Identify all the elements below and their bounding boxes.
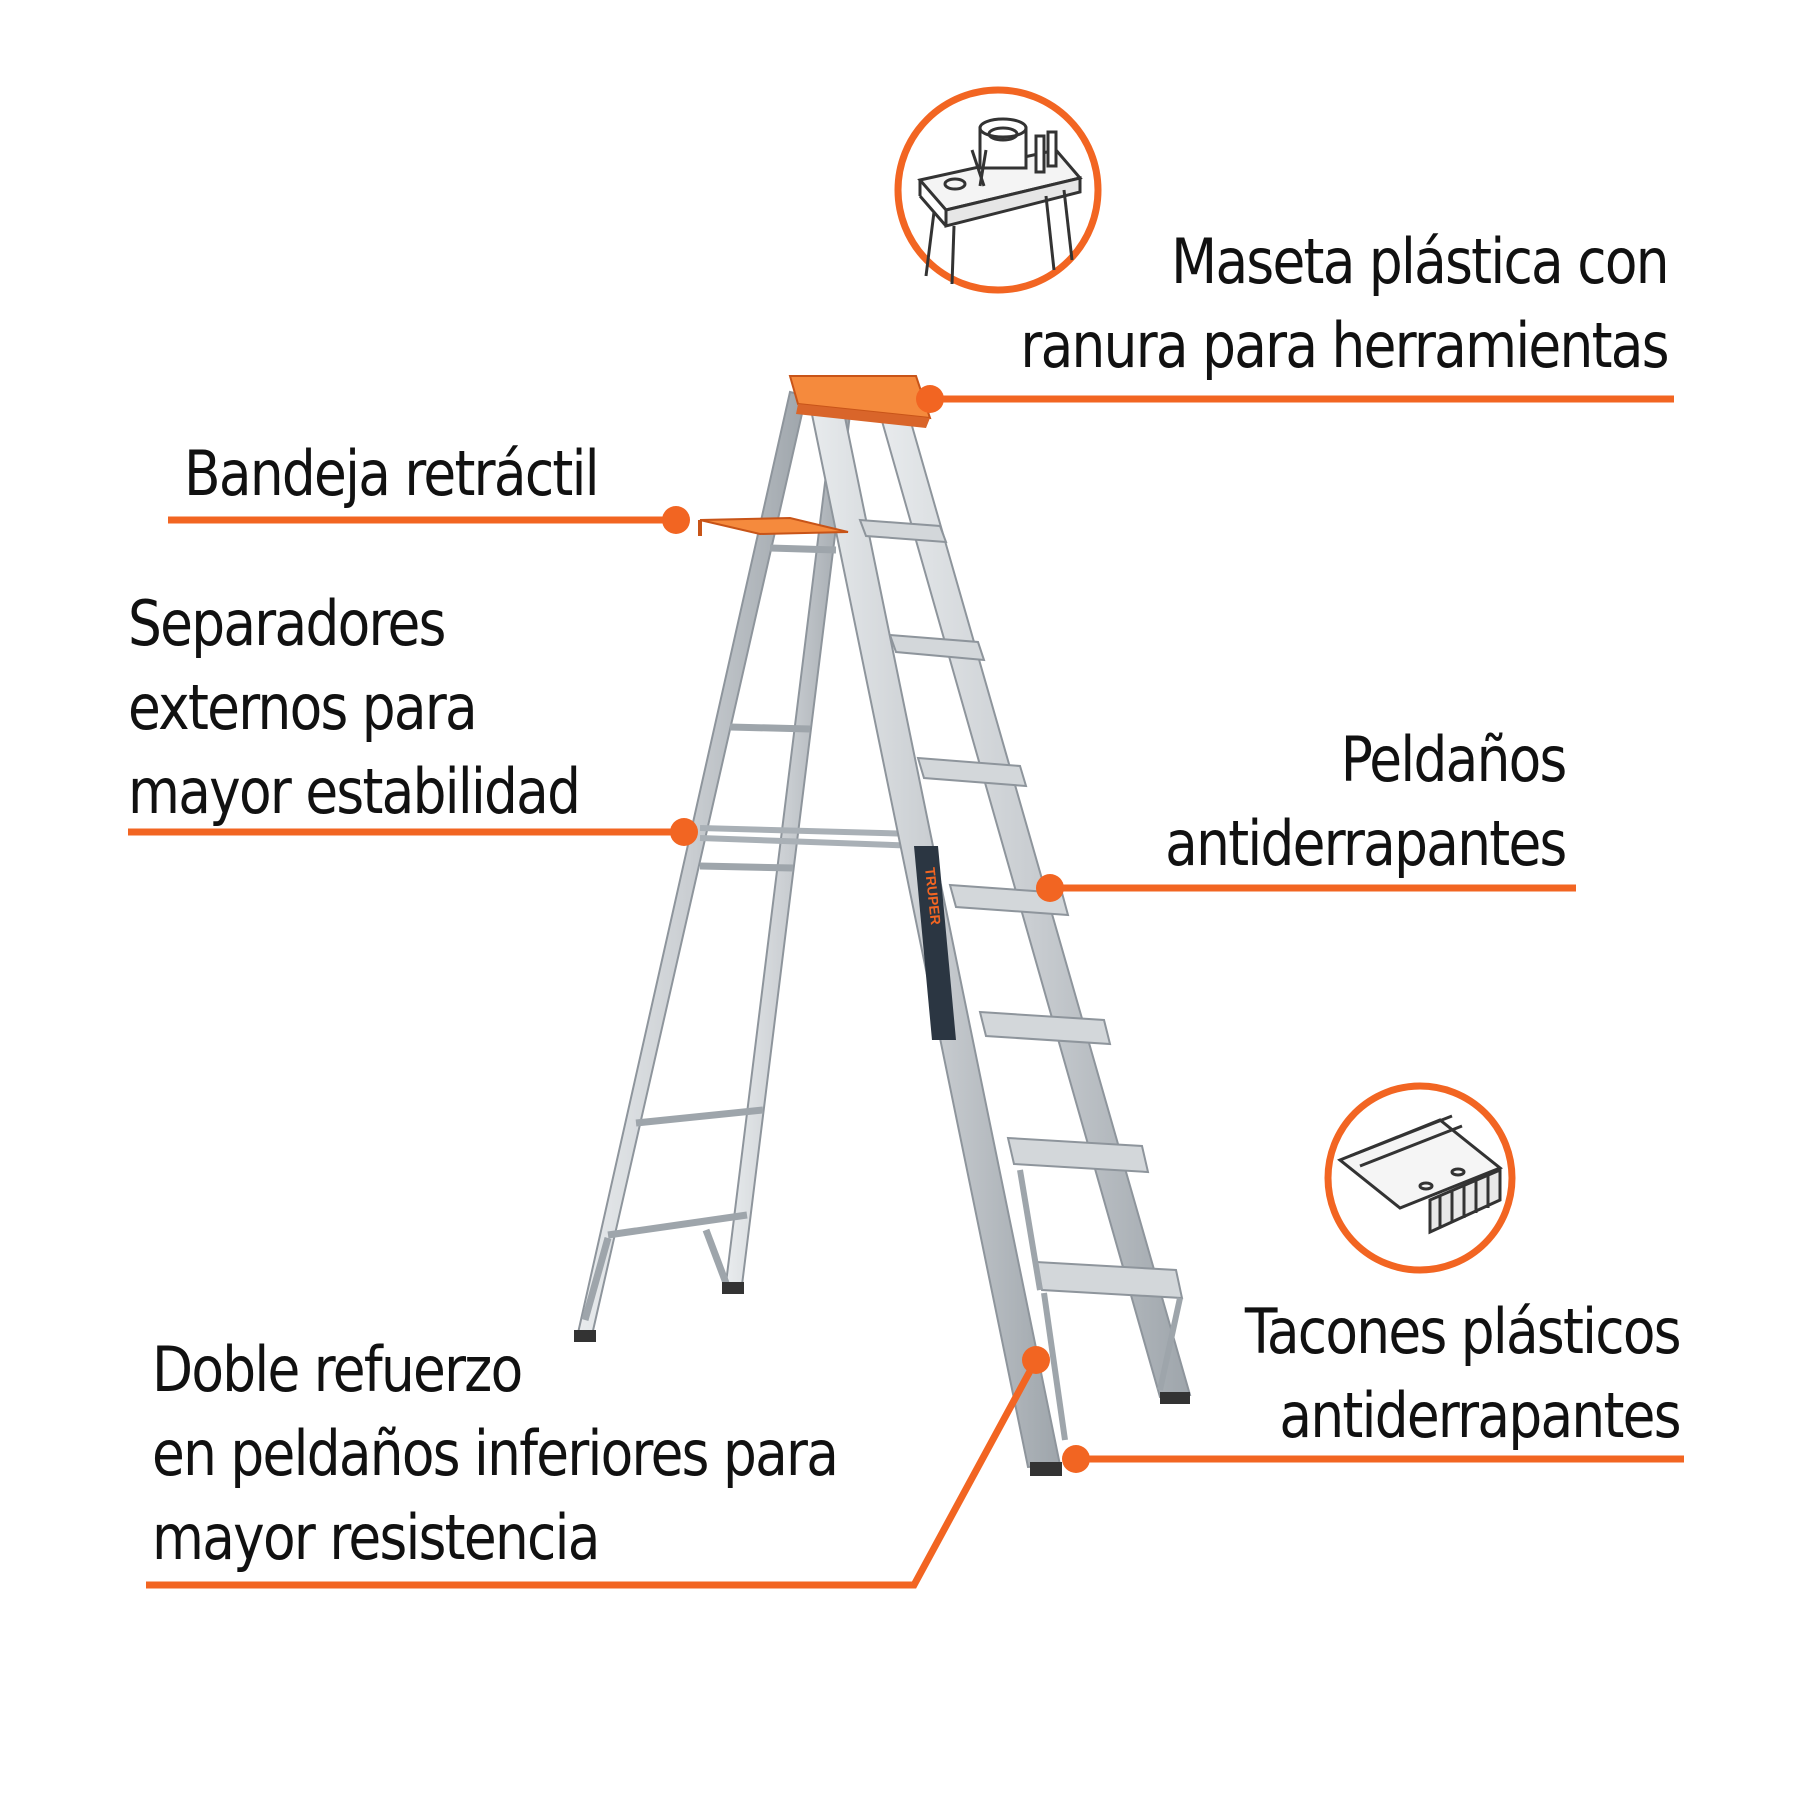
dot-maseta	[916, 385, 944, 413]
leader-dots	[662, 385, 1090, 1473]
callout-separadores-line-1: Separadores	[128, 587, 446, 660]
spreader-bars	[699, 825, 921, 849]
pail-shelf-icon	[894, 86, 1102, 294]
rear-foot-right	[722, 1282, 744, 1294]
callout-tacones: Tacones plásticos antiderrapantes	[1245, 1290, 1682, 1458]
callout-bandeja: Bandeja retráctil	[184, 432, 600, 516]
ladder: TRUPER	[574, 375, 1192, 1476]
callout-maseta: Maseta plástica con ranura para herramie…	[1020, 220, 1670, 388]
callout-maseta-line-2: ranura para herramientas	[1020, 309, 1670, 382]
callout-maseta-line-1: Maseta plástica con	[1171, 225, 1669, 298]
brand-text: TRUPER	[922, 867, 944, 926]
dot-separadores	[670, 818, 698, 846]
callout-refuerzo-line-3: mayor resistencia	[152, 1501, 600, 1574]
callout-peldanos: Peldaños antiderrapantes	[1165, 718, 1568, 886]
callout-bandeja-line-1: Bandeja retráctil	[184, 437, 600, 510]
dot-tacones	[1062, 1445, 1090, 1473]
leader-refuerzo	[146, 1358, 1040, 1589]
leader-lines	[128, 395, 1684, 1589]
rear-braces	[581, 544, 837, 1321]
callout-separadores-line-2: externos para	[128, 671, 478, 744]
double-reinforcement	[1017, 1169, 1183, 1441]
rear-foot-left	[574, 1330, 596, 1342]
dot-peldanos	[1036, 874, 1064, 902]
callout-peldanos-line-2: antiderrapantes	[1165, 807, 1568, 880]
dot-bandeja	[662, 506, 690, 534]
brand-sticker: TRUPER	[914, 846, 956, 1040]
ribbed-foot-icon	[1324, 1082, 1516, 1274]
callout-tacones-line-1: Tacones plásticos	[1245, 1295, 1682, 1368]
callout-peldanos-line-1: Peldaños	[1341, 723, 1568, 796]
front-foot-left	[1030, 1462, 1062, 1476]
front-foot-right	[1160, 1392, 1190, 1404]
callout-refuerzo-line-1: Doble refuerzo	[152, 1333, 523, 1406]
callout-tacones-line-2: antiderrapantes	[1279, 1379, 1682, 1452]
dot-refuerzo	[1022, 1346, 1050, 1374]
callout-refuerzo: Doble refuerzo en peldaños inferiores pa…	[152, 1328, 839, 1580]
callout-separadores-line-3: mayor estabilidad	[128, 755, 581, 828]
callout-refuerzo-line-2: en peldaños inferiores para	[152, 1417, 839, 1490]
retractable-tray	[699, 516, 849, 536]
callout-separadores: Separadores externos para mayor estabili…	[128, 582, 581, 834]
